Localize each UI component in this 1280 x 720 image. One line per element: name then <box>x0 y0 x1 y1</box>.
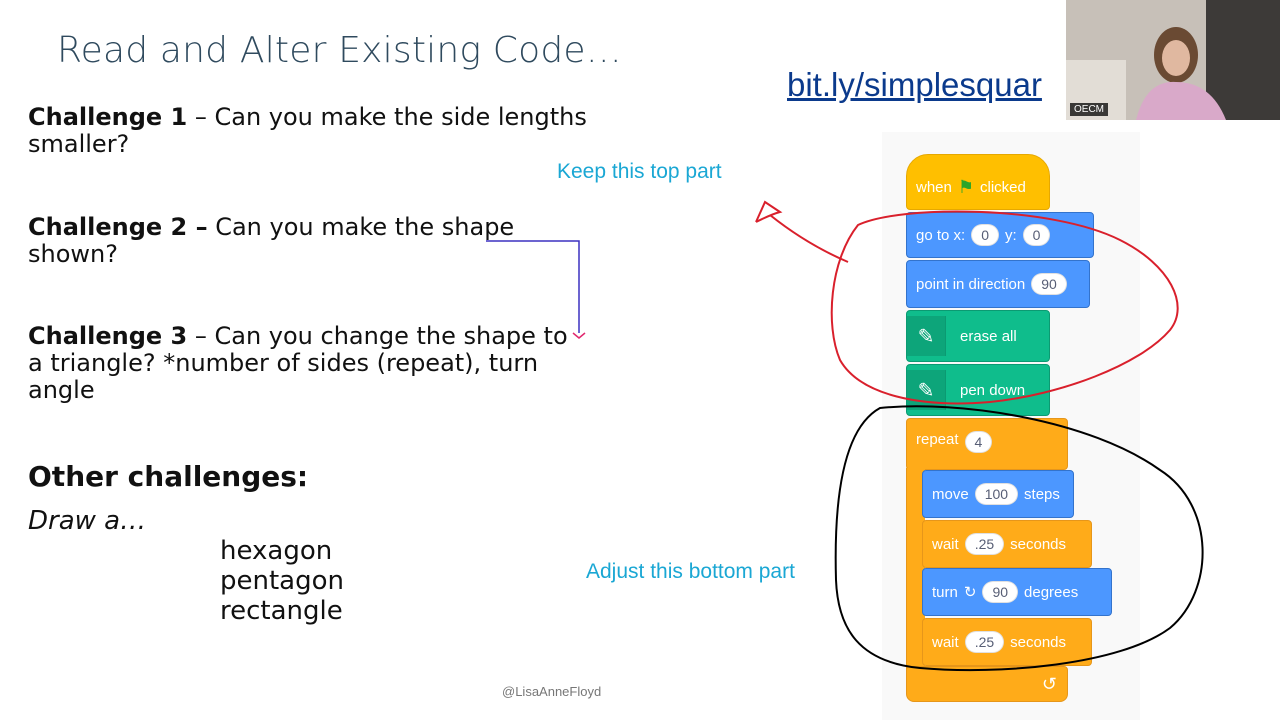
when-flag-clicked-block[interactable]: when ⚑ clicked <box>906 154 1050 210</box>
other-challenges-heading: Other challenges: <box>28 460 309 493</box>
move-steps-block[interactable]: move 100 steps <box>922 470 1074 518</box>
challenge-3: Challenge 3 – Can you change the shape t… <box>28 322 568 404</box>
challenge-1: Challenge 1 – Can you make the side leng… <box>28 103 587 158</box>
link-url[interactable]: bit.ly/simplesquar <box>787 66 1042 103</box>
slide-title: Read and Alter Existing Code… <box>57 30 622 71</box>
red-circle-annotation <box>830 210 1179 405</box>
note-keep-top: Keep this top part <box>557 160 722 183</box>
loop-arrow-icon: ↺ <box>1041 673 1057 694</box>
block-label: degrees <box>1024 583 1079 601</box>
block-label: point in direction <box>916 275 1026 293</box>
x-input[interactable]: 0 <box>971 224 999 246</box>
point-in-direction-block[interactable]: point in direction 90 <box>906 260 1090 308</box>
green-flag-icon: ⚑ <box>957 176 974 197</box>
degrees-input[interactable]: 90 <box>982 581 1019 603</box>
turn-right-icon: ↻ <box>963 584 977 601</box>
block-label: go to x: <box>916 226 966 244</box>
block-label: seconds <box>1010 535 1067 553</box>
block-label: move <box>932 485 969 503</box>
wait-input[interactable]: .25 <box>964 533 1005 555</box>
block-label: wait <box>932 633 959 651</box>
block-label: seconds <box>1010 633 1067 651</box>
go-to-xy-block[interactable]: go to x: 0 y: 0 <box>906 212 1094 258</box>
block-label: y: <box>1005 226 1017 244</box>
note-adjust-bottom: Adjust this bottom part <box>586 560 795 583</box>
author-handle: @LisaAnneFloyd <box>502 684 602 699</box>
pen-icon: ✎ <box>907 316 946 356</box>
shape-item: rectangle <box>220 596 343 626</box>
turn-degrees-block[interactable]: turn ↻ 90 degrees <box>922 568 1112 616</box>
repeat-block-bottom: ↺ <box>906 666 1068 702</box>
block-label: steps <box>1024 485 1060 503</box>
direction-input[interactable]: 90 <box>1031 273 1067 295</box>
shape-list: hexagon pentagon rectangle <box>220 536 344 626</box>
video-label: OECM <box>1070 103 1108 116</box>
video-thumbnail[interactable]: OECM <box>1066 0 1280 120</box>
wait-seconds-block[interactable]: wait .25 seconds <box>922 520 1092 568</box>
y-input[interactable]: 0 <box>1022 224 1051 246</box>
shape-item: pentagon <box>220 566 344 596</box>
wait-seconds-block[interactable]: wait .25 seconds <box>922 618 1092 666</box>
repeat-block-arm <box>906 468 925 678</box>
erase-all-block[interactable]: ✎ erase all <box>906 310 1050 362</box>
black-circle-annotation <box>834 405 1204 672</box>
wait-input[interactable]: .25 <box>964 631 1005 653</box>
presenter-image <box>1066 0 1280 120</box>
shape-item: hexagon <box>220 536 333 566</box>
block-label: pen down <box>960 381 1026 399</box>
challenge-2: Challenge 2 – Can you make the shape sho… <box>28 213 515 268</box>
block-label: clicked <box>980 178 1026 196</box>
repeat-count-input[interactable]: 4 <box>964 431 993 453</box>
block-label: erase all <box>960 327 1017 345</box>
block-label: when <box>916 178 952 196</box>
block-label: wait <box>932 535 959 553</box>
block-label: turn <box>932 583 958 601</box>
arrow-head <box>572 332 586 339</box>
repeat-block[interactable]: repeat 4 <box>906 418 1068 470</box>
steps-input[interactable]: 100 <box>974 483 1019 505</box>
arrow-line <box>486 240 580 333</box>
block-label: repeat <box>916 431 959 448</box>
red-arrow-annotation <box>755 200 849 263</box>
draw-a-label: Draw a… <box>28 506 147 536</box>
